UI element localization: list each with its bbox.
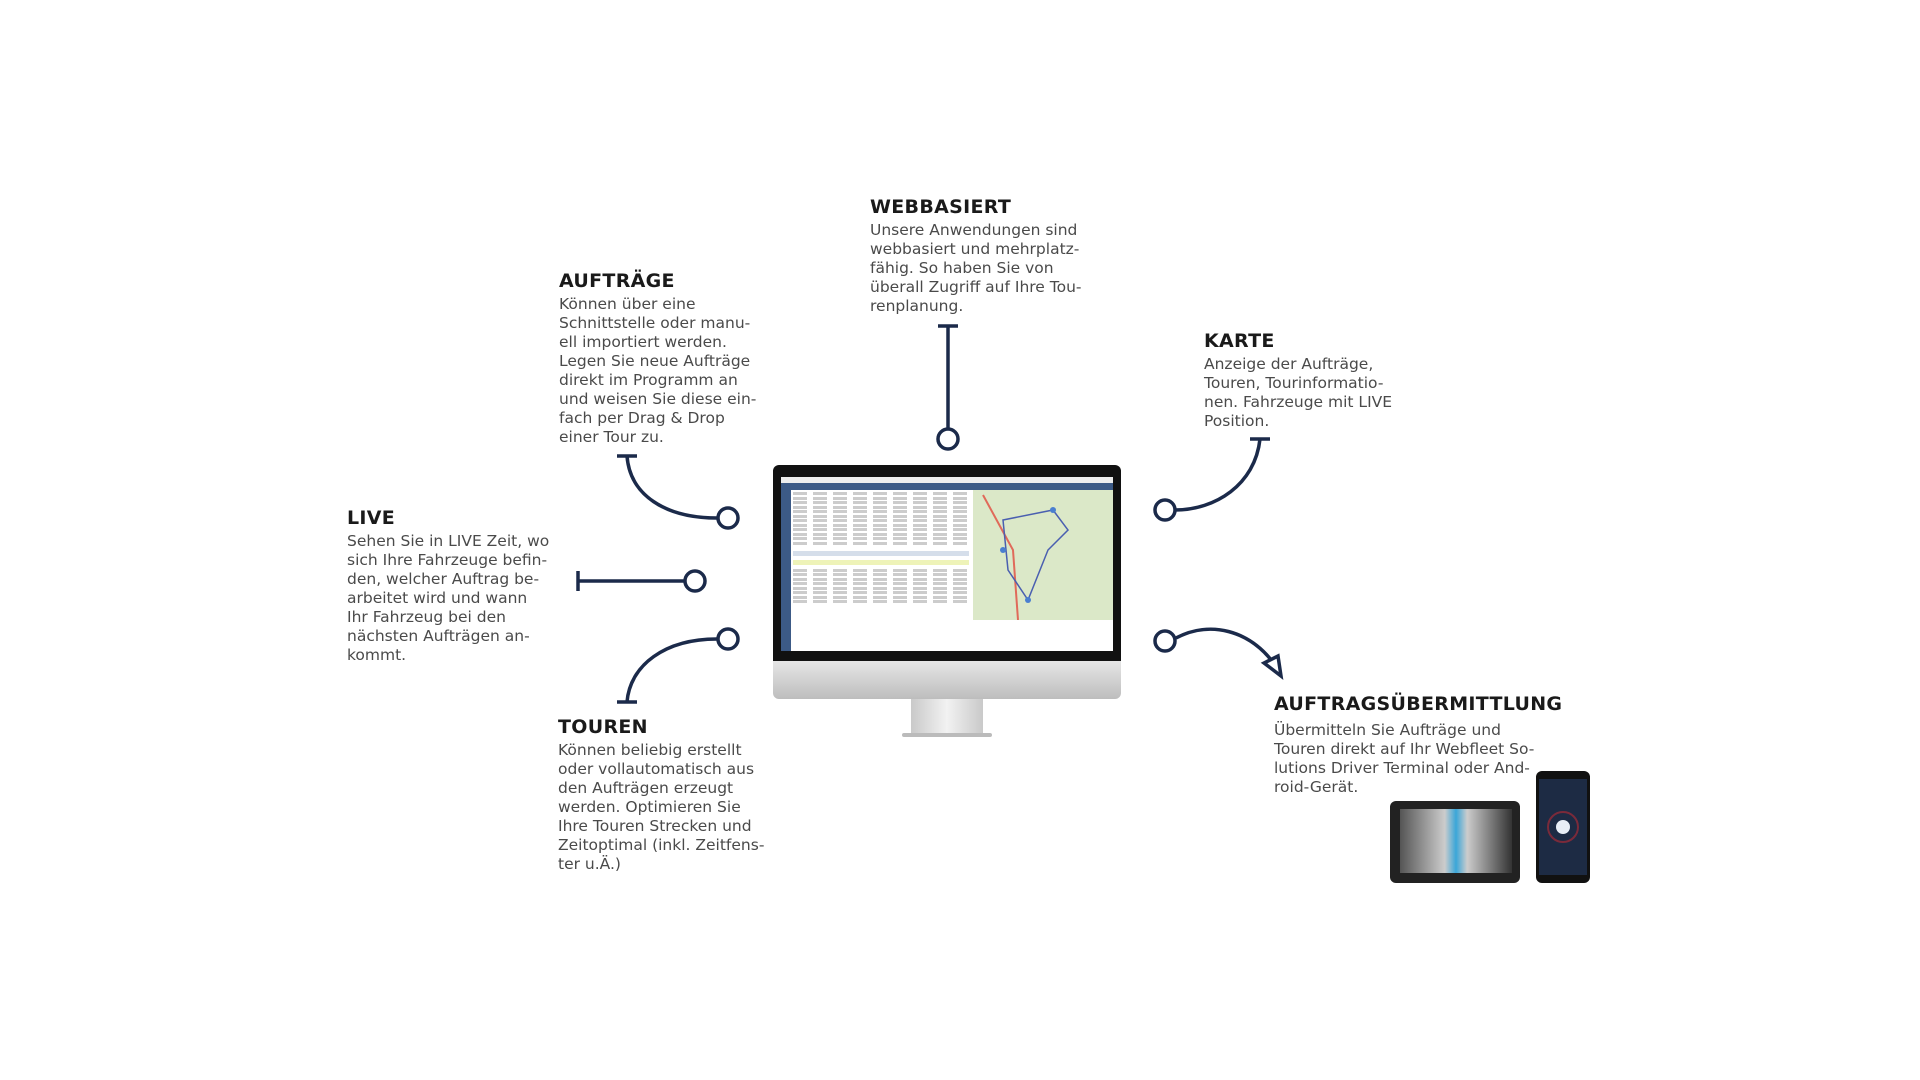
driver-terminal-image <box>1390 801 1520 883</box>
connector-webbasiert <box>936 324 960 451</box>
feature-title: WEBBASIERT <box>870 196 1012 218</box>
connector-live <box>576 569 707 593</box>
android-phone-image <box>1536 771 1590 883</box>
connector-touren <box>617 627 740 704</box>
feature-title: TOUREN <box>558 716 648 738</box>
orders-table <box>793 492 969 605</box>
route-map <box>973 490 1113 621</box>
feature-title: AUFTRÄGE <box>559 270 675 292</box>
connector-karte <box>1153 437 1270 522</box>
monitor-image <box>773 465 1121 737</box>
feature-text: Anzeige der Aufträge,Touren, Tourinforma… <box>1204 355 1393 430</box>
feature-title: KARTE <box>1204 330 1275 352</box>
feature-uebermittlung: AUFTRAGSÜBERMITTLUNG Übermitteln Sie Auf… <box>1274 693 1562 797</box>
feature-title: LIVE <box>347 507 396 529</box>
connector-uebermittlung <box>1153 627 1284 681</box>
feature-title: AUFTRAGSÜBERMITTLUNG <box>1274 693 1563 715</box>
connector-auftraege <box>617 454 740 530</box>
feature-karte: KARTE Anzeige der Aufträge,Touren, Touri… <box>1204 330 1392 431</box>
app-screenshot <box>781 477 1113 651</box>
